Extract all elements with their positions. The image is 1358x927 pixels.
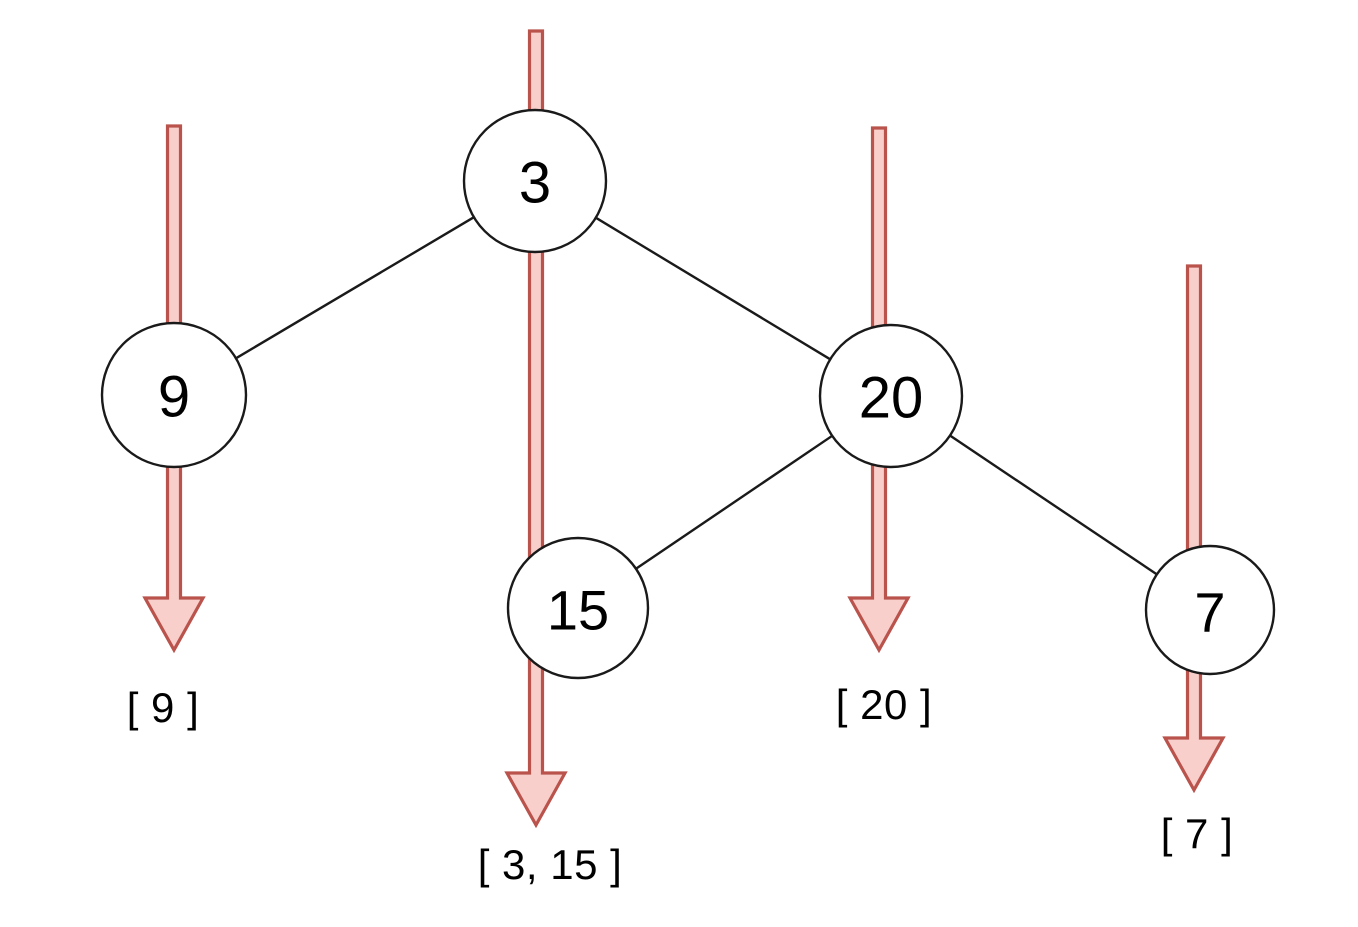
node-label-20: 20 xyxy=(859,366,924,431)
node-circle-3 xyxy=(462,108,608,254)
tree-node-3[interactable]: 3 xyxy=(462,108,608,254)
edge-20-to-7 xyxy=(949,434,1158,576)
node-circle-7 xyxy=(1144,544,1276,676)
edge-20-to-15 xyxy=(635,434,833,570)
edge-3-to-9 xyxy=(235,216,475,360)
node-circle-9 xyxy=(100,321,248,469)
output-label-7: [ 7 ] xyxy=(1161,810,1234,857)
tree-node-9[interactable]: 9 xyxy=(100,321,248,469)
edge-group xyxy=(235,216,1158,576)
tree-node-7[interactable]: 7 xyxy=(1144,544,1276,676)
output-label-3-15: [ 3, 15 ] xyxy=(478,841,623,888)
node-label-7: 7 xyxy=(1194,581,1225,644)
node-group: 3 9 20 15 7 xyxy=(100,108,1276,680)
arrow-group xyxy=(142,29,1226,829)
node-label-15: 15 xyxy=(547,579,609,642)
output-label-group: [ 9 ] [ 3, 15 ] [ 20 ] [ 7 ] xyxy=(127,681,1234,888)
traversal-arrow-7[interactable] xyxy=(1162,264,1226,794)
output-label-20: [ 20 ] xyxy=(836,681,932,728)
tree-node-20[interactable]: 20 xyxy=(818,323,964,469)
node-circle-20 xyxy=(818,323,964,469)
node-label-3: 3 xyxy=(519,151,551,216)
output-label-9: [ 9 ] xyxy=(127,684,200,731)
node-circle-15 xyxy=(506,536,650,680)
edge-3-to-20 xyxy=(595,216,831,361)
node-label-9: 9 xyxy=(158,365,190,430)
tree-node-15[interactable]: 15 xyxy=(506,536,650,680)
